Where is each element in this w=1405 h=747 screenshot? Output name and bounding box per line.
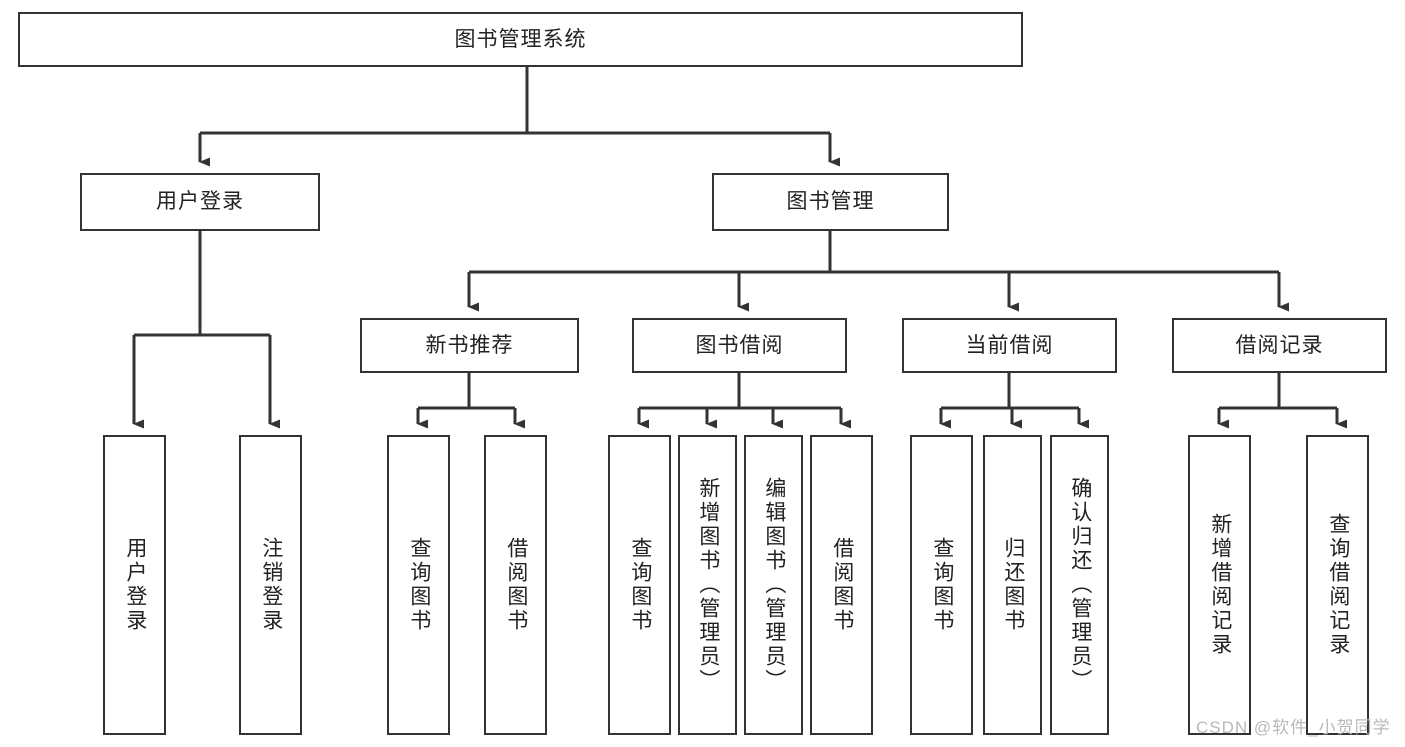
node-book-borrow-label: 图书借阅 (695, 333, 784, 357)
leaf-edit-book-label: 编辑图书（管理员） (762, 477, 786, 693)
node-current-borrow-label: 当前借阅 (965, 333, 1054, 357)
leaf-user-login[interactable]: 用户登录 (103, 435, 166, 735)
leaf-return-book-label: 归还图书 (1001, 537, 1025, 633)
leaf-confirm-return-label: 确认归还（管理员） (1068, 477, 1092, 693)
leaf-logout-label: 注销登录 (259, 537, 283, 633)
leaf-borrow-book-2-label: 借阅图书 (830, 537, 854, 633)
leaf-add-record-label: 新增借阅记录 (1208, 513, 1232, 657)
node-book-borrow[interactable]: 图书借阅 (632, 318, 847, 373)
leaf-return-book[interactable]: 归还图书 (983, 435, 1042, 735)
node-user-login-label: 用户登录 (156, 190, 244, 214)
leaf-query-book-1-label: 查询图书 (407, 537, 431, 633)
leaf-user-login-label: 用户登录 (123, 537, 147, 633)
leaf-query-record-label: 查询借阅记录 (1326, 513, 1350, 657)
leaf-edit-book[interactable]: 编辑图书（管理员） (744, 435, 803, 735)
node-book-manage[interactable]: 图书管理 (712, 173, 949, 231)
node-user-login[interactable]: 用户登录 (80, 173, 320, 231)
node-root-label: 图书管理系统 (454, 27, 587, 51)
leaf-query-book-2-label: 查询图书 (628, 537, 652, 633)
node-book-manage-label: 图书管理 (786, 190, 875, 214)
node-borrow-record[interactable]: 借阅记录 (1172, 318, 1387, 373)
leaf-borrow-book-1[interactable]: 借阅图书 (484, 435, 547, 735)
leaf-query-book-2[interactable]: 查询图书 (608, 435, 671, 735)
node-root[interactable]: 图书管理系统 (18, 12, 1023, 67)
node-current-borrow[interactable]: 当前借阅 (902, 318, 1117, 373)
leaf-add-book[interactable]: 新增图书（管理员） (678, 435, 737, 735)
leaf-query-book-3[interactable]: 查询图书 (910, 435, 973, 735)
leaf-query-record[interactable]: 查询借阅记录 (1306, 435, 1369, 735)
leaf-add-record[interactable]: 新增借阅记录 (1188, 435, 1251, 735)
leaf-query-book-1[interactable]: 查询图书 (387, 435, 450, 735)
leaf-borrow-book-1-label: 借阅图书 (504, 537, 528, 633)
leaf-confirm-return[interactable]: 确认归还（管理员） (1050, 435, 1109, 735)
leaf-query-book-3-label: 查询图书 (930, 537, 954, 633)
csdn-watermark: CSDN @软件_小贺同学 (1196, 718, 1391, 737)
node-borrow-record-label: 借阅记录 (1235, 333, 1324, 357)
leaf-borrow-book-2[interactable]: 借阅图书 (810, 435, 873, 735)
leaf-logout[interactable]: 注销登录 (239, 435, 302, 735)
node-new-book-recommend-label: 新书推荐 (425, 333, 514, 357)
leaf-add-book-label: 新增图书（管理员） (696, 477, 720, 693)
node-new-book-recommend[interactable]: 新书推荐 (360, 318, 579, 373)
